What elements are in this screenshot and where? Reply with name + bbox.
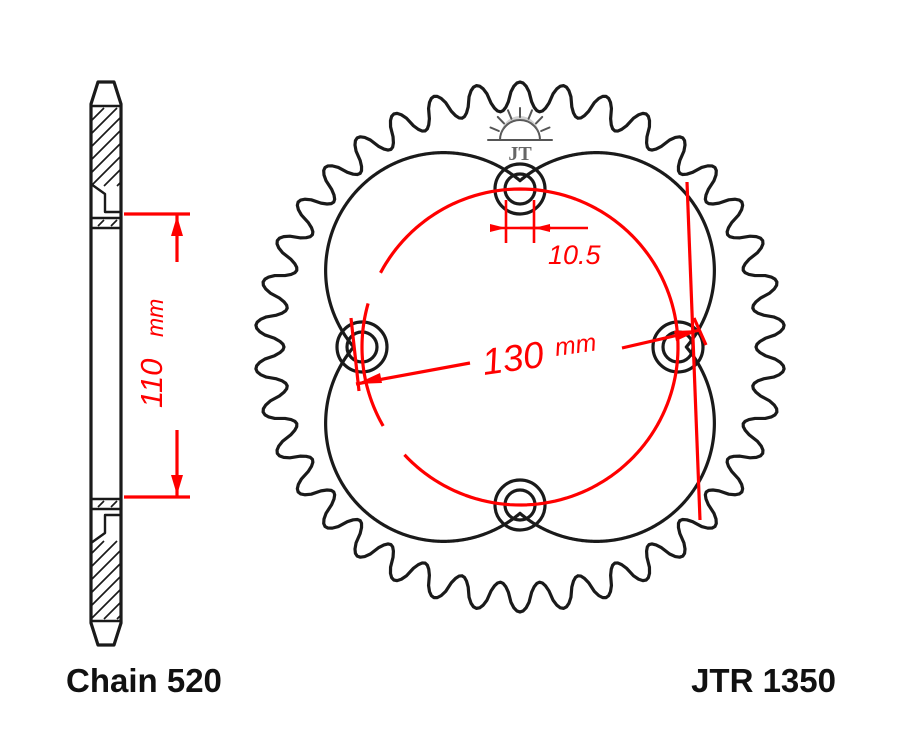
hatch-stroke [90,575,122,607]
hole-outer-ring-right [651,320,705,374]
hatch-stroke [116,614,122,620]
hatch-stroke [90,142,122,174]
dimension-endtick-right [692,317,708,346]
dimension-labels: 110 mm 130 mm 10.5 [134,240,602,408]
hole-outer-ring-top [493,162,547,216]
hole-outer-ring-left [335,320,389,374]
bolt-circle-dimension-130mm [349,181,708,521]
hole-outer-ring-bottom [493,478,547,532]
dimension-arrow-right [674,330,700,341]
side-bottom-hatching [90,540,122,620]
logo-ray-1 [489,126,500,133]
dimension-label-10-5: 10.5 [548,240,602,270]
hatch-stroke [90,107,105,122]
logo-ray-6 [534,115,544,125]
dimension-arrow-right-105 [534,224,550,232]
side-top-small-hatch-boundary [89,216,123,230]
tooth-ring-path [254,80,786,614]
chain-caption: Chain 520 [66,662,222,699]
hatch-stroke [103,168,122,187]
logo-ray-2 [496,115,506,125]
hatch-stroke [90,549,122,581]
hatch-stroke [90,116,122,148]
side-bottom-small-hatch-boundary [89,497,123,511]
bolt-circle-arc-lower-left [360,302,385,427]
logo-wordmark: JT [508,143,532,165]
hatch-stroke [116,181,122,187]
jt-sunrise-logo: JT [487,107,553,165]
hatch-stroke [90,562,122,594]
dimension-label-110mm: 110 [134,359,169,408]
hatch-stroke [90,540,105,555]
logo-ray-3 [507,109,513,120]
dimension-unit-110mm: mm [142,299,168,337]
dimension-arrow-top-110 [171,216,183,236]
hub-clover-path [324,151,716,543]
hatch-stroke [97,500,105,508]
thickness-dimension-110mm [124,212,190,499]
logo-sun-band [501,116,539,139]
side-top-small-hatching [97,219,118,227]
bolt-circle-arc-main [379,187,680,507]
dimension-unit-130mm: mm [553,328,598,362]
dimension-tick-right-hidden [685,181,702,521]
hatch-stroke [110,219,118,227]
hatch-stroke [110,500,118,508]
logo-ray-5 [527,109,533,120]
logo-ray-7 [540,126,551,133]
dimension-tick-left [349,317,361,392]
side-bottom-small-hatching [97,500,118,508]
hatch-stroke [90,540,118,568]
side-profile-outline [89,80,123,647]
logo-sun-dome [499,119,541,141]
side-profile-view [89,80,123,647]
bolt-circle-arc [360,187,680,507]
side-top-hatching [90,107,122,187]
dimension-arrow-left-105 [490,224,506,232]
dimension-arrow-left [356,373,382,384]
dimension-arrow-bottom-110 [171,475,183,495]
hatch-stroke [90,155,122,187]
hatch-stroke [103,601,122,620]
hatch-stroke [90,107,118,135]
side-top-hatch-boundary [89,104,123,214]
dimension-label-130mm: 130 [479,334,546,383]
hatch-stroke [90,129,122,161]
part-number-caption: JTR 1350 [691,662,836,699]
side-bottom-hatch-boundary [89,513,123,623]
sprocket-hub-clover-outline [324,151,716,543]
hatch-stroke [90,588,122,620]
bolt-hole-dimension-10-5 [490,200,588,243]
hatch-stroke [97,219,105,227]
sprocket-teeth-outline [254,80,786,614]
